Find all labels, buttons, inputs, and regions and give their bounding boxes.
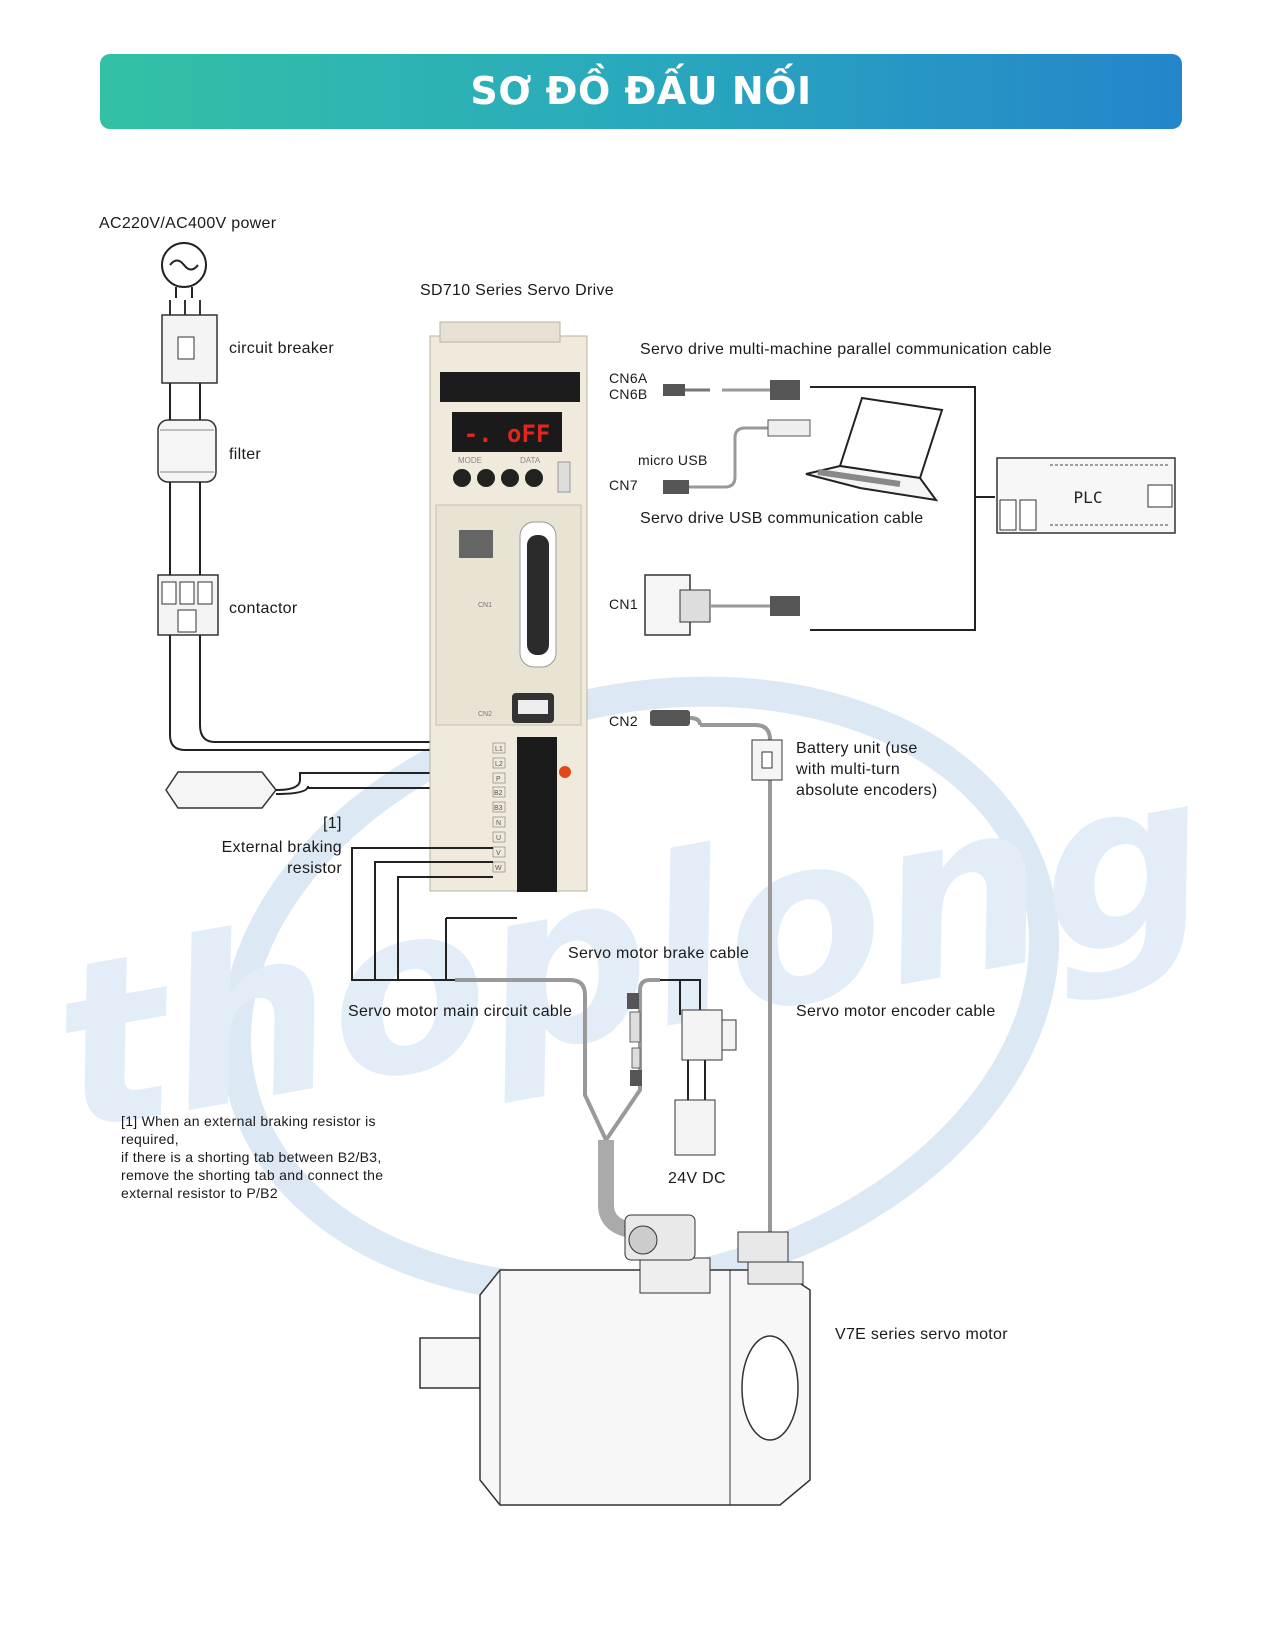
brake-wires [660, 979, 706, 1105]
power-cables [169, 287, 492, 751]
cn6-cable [663, 380, 995, 631]
usb-cable-label: Servo drive USB communication cable [640, 510, 924, 527]
terminal-n: N [496, 820, 501, 827]
terminal-w: W [495, 865, 502, 872]
braking-resistor-label: External braking resistor [221, 839, 342, 877]
filter-icon [157, 419, 217, 483]
power-label: AC220V/AC400V power [99, 215, 277, 232]
parallel-cable-label: Servo drive multi-machine parallel commu… [640, 341, 1052, 358]
dc24-label: 24V DC [668, 1170, 726, 1187]
brake-connector-icon [627, 993, 642, 1086]
drive-label: SD710 Series Servo Drive [420, 282, 614, 299]
dc24-power-supply-icon [674, 1099, 716, 1156]
cn6a-label: CN6A [609, 370, 648, 386]
brake-cable-label: Servo motor brake cable [568, 945, 750, 962]
terminal-v: V [496, 850, 501, 857]
main-cable-to-motor [455, 978, 608, 1141]
terminal-u: U [496, 835, 501, 842]
servo-drive-icon: -. oFF MODE DATA CN1 CN2 [429, 321, 588, 892]
page-title: SƠ ĐỒ ĐẤU NỐI [470, 69, 812, 113]
breaker-label: circuit breaker [229, 340, 334, 357]
cn7-label: CN7 [609, 477, 638, 493]
contactor-icon [157, 574, 219, 636]
mode-key-label: MODE [458, 456, 482, 465]
brake-cable-branch [604, 978, 660, 1142]
footnote: [1] When an external braking resistor is… [121, 1113, 384, 1201]
terminal-l2: L2 [495, 761, 503, 768]
motor-label: V7E series servo motor [835, 1326, 1008, 1343]
ref-mark-label: [1] [323, 815, 342, 832]
terminal-b2: B2 [494, 790, 503, 797]
cn2-label: CN2 [609, 713, 638, 729]
cn1-port-label: CN1 [478, 602, 492, 609]
cn6b-label: CN6B [609, 386, 648, 402]
terminal-b3: B3 [494, 805, 503, 812]
usb-cable [663, 419, 811, 494]
filter-label: filter [229, 446, 262, 463]
encoder-cable-label: Servo motor encoder cable [796, 1003, 996, 1020]
data-key-label: DATA [520, 456, 541, 465]
drive-display: -. oFF [464, 420, 551, 448]
cn1-connector-icon [644, 574, 800, 636]
servo-motor-icon [419, 1214, 811, 1506]
braking-resistor-icon [165, 771, 492, 809]
cn2-port-label: CN2 [478, 711, 492, 718]
motor-main-cables [351, 847, 517, 981]
terminal-labels: L1 L2 P B2 B3 N U V W [492, 742, 506, 873]
cn1-label: CN1 [609, 596, 638, 612]
circuit-breaker-icon [161, 300, 218, 384]
ac-power-source-icon [161, 242, 207, 288]
relay-icon [681, 1009, 737, 1061]
plc-label: PLC [1074, 488, 1103, 507]
contactor-label: contactor [229, 600, 298, 617]
micro-usb-label: micro USB [638, 452, 708, 468]
plc-icon: PLC [996, 457, 1176, 534]
encoder-cable [650, 710, 789, 1263]
battery-label: Battery unit (use with multi-turn absolu… [796, 740, 938, 799]
terminal-p: P [496, 776, 501, 783]
laptop-icon [805, 396, 944, 502]
title-banner: SƠ ĐỒ ĐẤU NỐI [100, 54, 1182, 129]
terminal-l1: L1 [495, 746, 503, 753]
main-cable-label: Servo motor main circuit cable [348, 1003, 573, 1020]
